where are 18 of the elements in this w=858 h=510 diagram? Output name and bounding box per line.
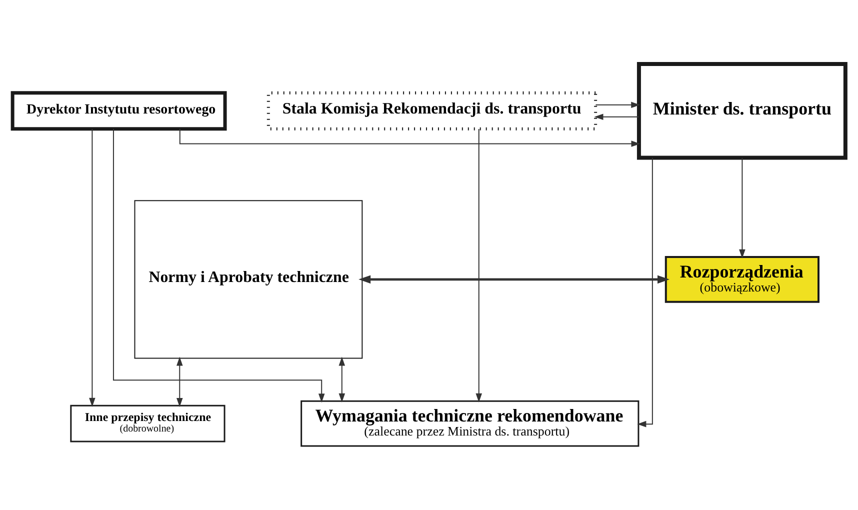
node-box: Inne przepisy techniczne (dobrowolne) [70, 404, 226, 442]
arrow [358, 275, 670, 284]
node-box: Wymagania techniczne rekomendowane (zalecane przez Ministra ds. transportu) [300, 400, 640, 447]
node-box: Dyrektor Instytutu resortowego [10, 91, 227, 131]
arrow [595, 102, 640, 108]
arrow [179, 128, 640, 147]
node-box: Minister ds. transportu [636, 62, 848, 160]
arrow [89, 128, 96, 407]
node-box: Stala Komisja Rekomendacji ds. transportu [266, 91, 598, 130]
node-box: Rozporządzenia (obowiązkowe) [664, 256, 820, 303]
arrow [112, 128, 325, 403]
arrow [637, 157, 653, 428]
arrow [476, 128, 482, 402]
node-box: Normy i Aprobaty techniczne [134, 200, 363, 359]
arrow [338, 356, 346, 402]
arrow [739, 157, 746, 258]
arrow [176, 356, 183, 407]
arrow [594, 114, 640, 120]
